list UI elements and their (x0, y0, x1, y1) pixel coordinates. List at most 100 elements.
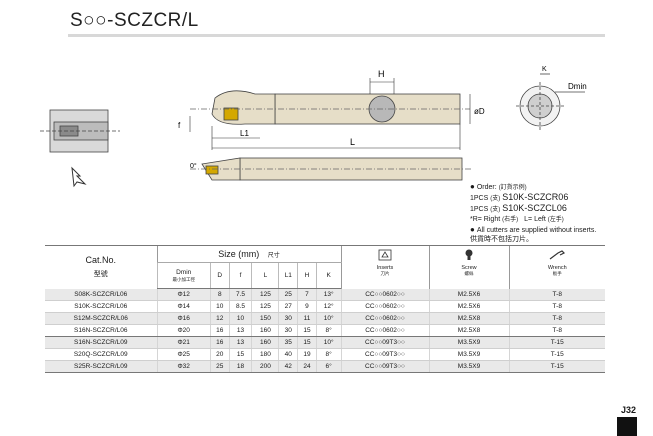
cell-l: 160 (251, 336, 279, 349)
cell-catno: S20Q-SCZCR/L09 (45, 348, 157, 361)
order-line1-code: S10K-SCZCR06 (502, 192, 569, 202)
cell-insert: CC○○09T3○○ (340, 348, 429, 361)
cell-wrench: T-15 (508, 348, 605, 361)
cell-catno: S08K-SCZCR/L06 (45, 288, 157, 301)
size-label: Size (mm) (218, 249, 260, 259)
cell-k: 10° (315, 312, 341, 325)
col-h: H (297, 262, 317, 289)
cell-d: 16 (209, 324, 230, 337)
cell-h: 15 (297, 336, 317, 349)
bullet: ● (470, 225, 475, 234)
wrench-label: Wrench (547, 265, 567, 271)
screw-header: Screw 螺絲 (428, 245, 509, 289)
cell-d: 20 (209, 348, 230, 361)
rl-right: *R= Right (470, 216, 501, 223)
cell-h: 11 (297, 312, 317, 325)
tool-top-view (190, 90, 470, 125)
cell-dmin: Φ14 (156, 300, 211, 313)
cell-k: 6° (315, 360, 341, 373)
order-label: Order: (476, 184, 497, 191)
feed-direction-icon (71, 166, 87, 188)
inserts-label: Inserts (376, 265, 394, 271)
cell-catno: S10K-SCZCR/L06 (45, 300, 157, 313)
cell-l1: 42 (278, 360, 298, 373)
cell-f: 15 (228, 348, 252, 361)
size-cn: 尺寸 (267, 253, 280, 259)
dimension-lines (189, 78, 471, 150)
cell-l: 160 (251, 324, 279, 337)
dim-label-h: H (378, 69, 385, 79)
cell-dmin: Φ16 (156, 312, 211, 325)
note-en: All cutters are supplied without inserts… (476, 227, 597, 234)
cell-f: 13 (228, 336, 252, 349)
col-d: D (209, 262, 230, 289)
dim-label-angle: 0° (190, 162, 197, 170)
spec-table: Cat.No. 型號 Size (mm) 尺寸 Inserts 刀片 Screw… (45, 245, 605, 373)
dim-label-l1: L1 (240, 129, 249, 138)
cell-k: 8° (315, 348, 341, 361)
col-k: K (315, 262, 341, 289)
cell-wrench: T-8 (508, 300, 605, 313)
dim-label-dmin: Dmin (568, 82, 587, 91)
cell-insert: CC○○0602○○ (340, 300, 429, 313)
bullet: ● (470, 182, 475, 191)
cell-catno: S16N-SCZCR/L09 (45, 336, 157, 349)
cell-screw: M3.5X9 (428, 360, 509, 373)
cell-d: 8 (209, 288, 230, 301)
cell-f: 10 (228, 312, 252, 325)
cell-dmin: Φ12 (156, 288, 211, 301)
wrench-cn: 板手 (552, 271, 562, 276)
tool-side-view (190, 157, 472, 181)
col-l1: L1 (278, 262, 298, 289)
dim-label-f: f (178, 121, 181, 130)
screw-icon (465, 249, 473, 260)
cell-wrench: T-8 (508, 312, 605, 325)
cell-insert: CC○○09T3○○ (340, 336, 429, 349)
size-header: Size (mm) 尺寸 (156, 245, 341, 263)
tool-drawing: H øD f L1 L 0° K Dmin (40, 66, 587, 188)
cell-h: 7 (297, 288, 317, 301)
cell-l1: 30 (278, 324, 298, 337)
cell-f: 8.5 (228, 300, 252, 313)
order-label-cn: (訂貨示例) (498, 185, 527, 191)
cell-h: 15 (297, 324, 317, 337)
order-line2-code: S10K-SCZCL06 (502, 203, 567, 213)
cell-l: 200 (251, 360, 279, 373)
cell-f: 18 (228, 360, 252, 373)
order-line2-unit: (支) (490, 207, 501, 213)
workpiece-detail (40, 109, 120, 153)
cell-k: 12° (315, 300, 341, 313)
cell-catno: S25R-SCZCR/L09 (45, 360, 157, 373)
screw-cn: 螺絲 (464, 271, 474, 276)
cell-screw: M2.5X6 (428, 300, 509, 313)
cell-dmin: Φ21 (156, 336, 211, 349)
cell-l: 125 (251, 300, 279, 313)
cell-wrench: T-8 (508, 324, 605, 337)
insert-icon (378, 249, 392, 261)
cell-l1: 27 (278, 300, 298, 313)
cell-dmin: Φ25 (156, 348, 211, 361)
cell-f: 13 (228, 324, 252, 337)
col-l: L (251, 262, 279, 289)
wrench-header: Wrench 板手 (508, 245, 605, 289)
cell-h: 9 (297, 300, 317, 313)
cell-l: 180 (251, 348, 279, 361)
cell-d: 16 (209, 336, 230, 349)
order-line1-qty: 1PCS (470, 195, 489, 202)
dim-label-l: L (350, 137, 355, 147)
cell-d: 25 (209, 360, 230, 373)
cell-d: 12 (209, 312, 230, 325)
page-number: J32 (621, 405, 637, 415)
cell-l: 150 (251, 312, 279, 325)
cell-catno: S12M-SCZCR/L06 (45, 312, 157, 325)
order-line2-qty: 1PCS (470, 206, 489, 213)
rl-left-cn: (左手) (547, 217, 564, 223)
catno-cn: 型號 (93, 271, 108, 279)
cell-h: 24 (297, 360, 317, 373)
order-line1-unit: (支) (490, 196, 501, 202)
cell-dmin: Φ20 (156, 324, 211, 337)
